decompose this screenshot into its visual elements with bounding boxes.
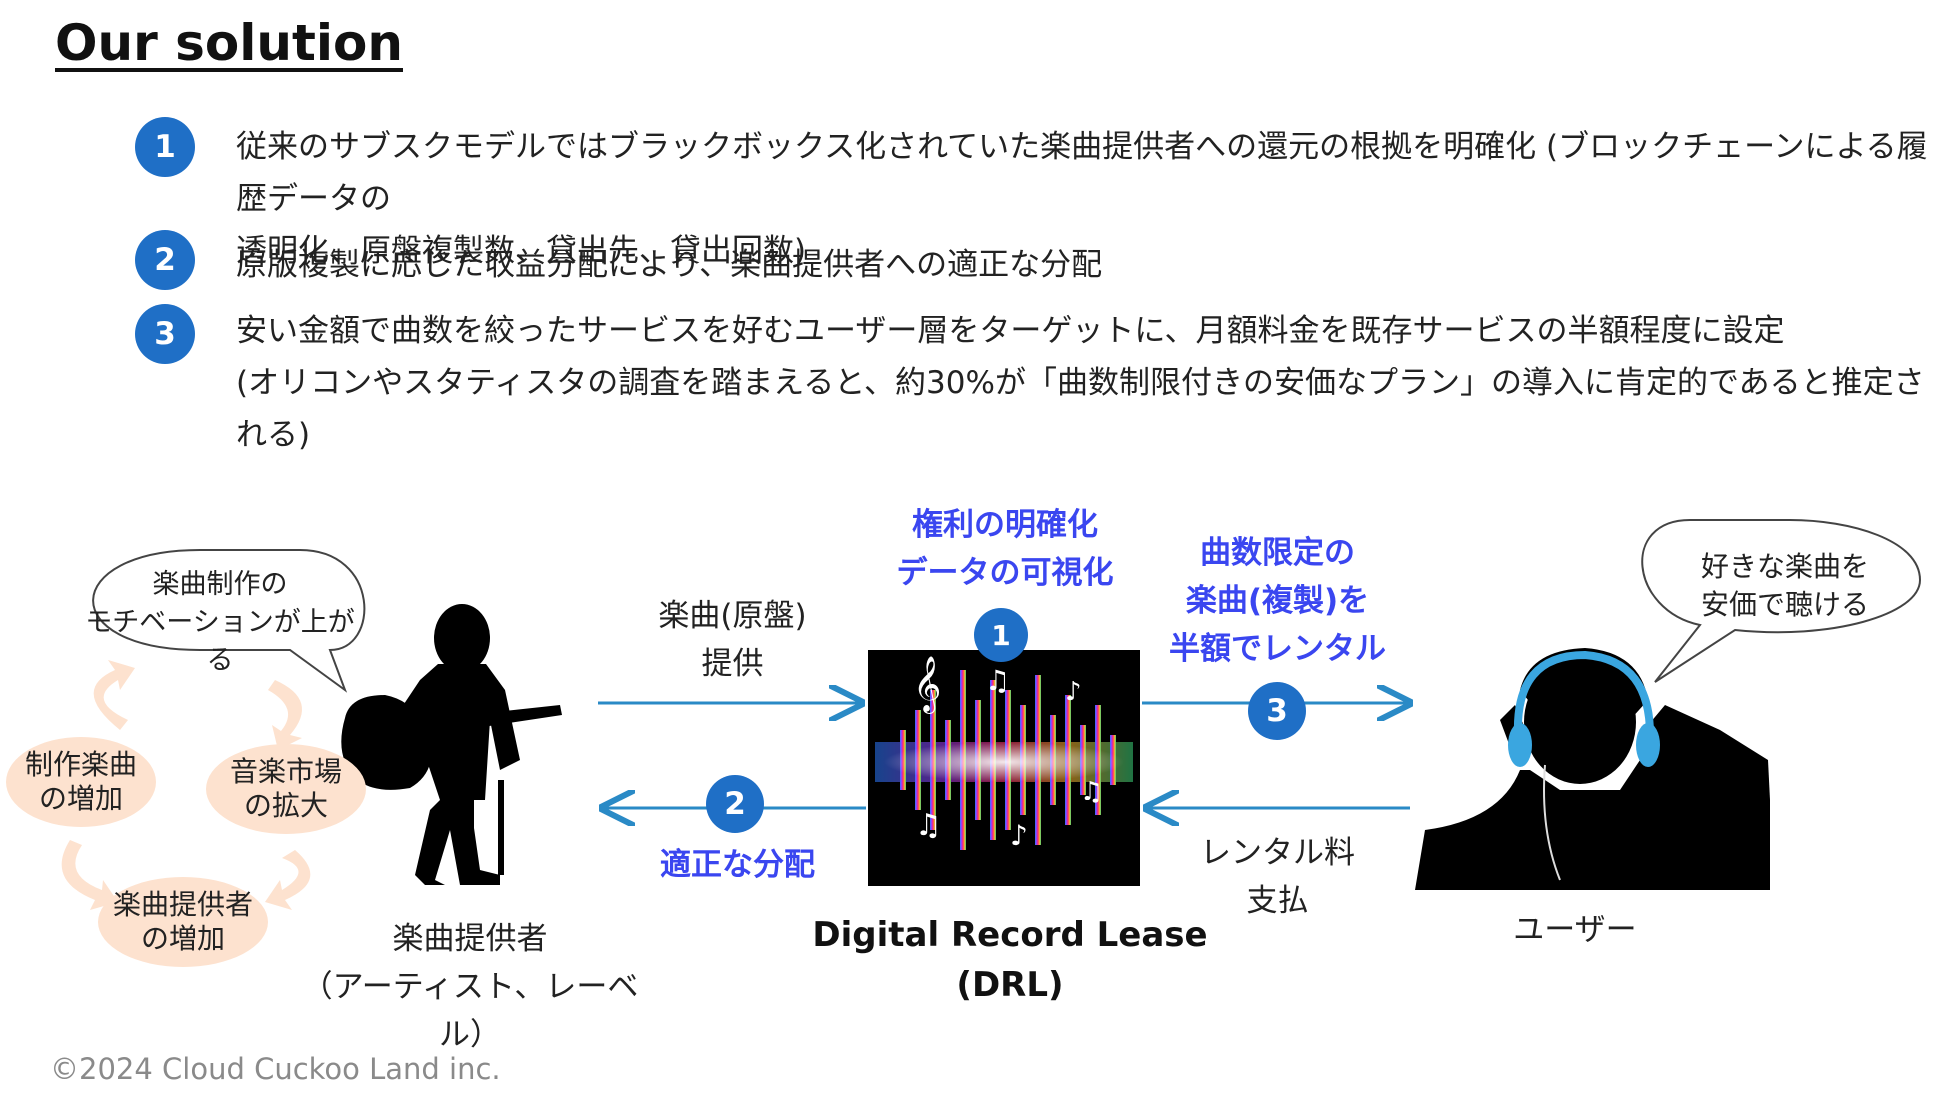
provider-label: 楽曲提供者 （アーティスト、レーベル） [290, 915, 650, 1059]
headphone-cups [1508, 723, 1660, 767]
drl-top-label: 権利の明確化 データの可視化 [870, 501, 1140, 597]
bullet-3-text: 安い金額で曲数を絞ったサービスを好むユーザー層をターゲットに、月額料金を既存サー… [236, 305, 1936, 461]
drl-name-line1: Digital Record Lease [812, 915, 1208, 955]
user-silhouette [1415, 648, 1770, 890]
drl-top-label-line1: 権利の明確化 [912, 507, 1098, 543]
drl-top-label-line2: データの可視化 [896, 555, 1114, 591]
fee-label-line1: レンタル料 [1200, 835, 1355, 871]
provider-label-line2: （アーティスト、レーベル） [301, 969, 639, 1053]
provider-speech-bubble [92, 549, 366, 693]
diagram-badge-3: 3 [1248, 682, 1306, 740]
diagram-badge-2: 2 [706, 775, 764, 833]
cycle-node-providers-line2: の増加 [140, 922, 225, 955]
supply-label-line1: 楽曲(原盤) [658, 598, 807, 634]
cycle-node-works: 制作楽曲の増加 [6, 737, 156, 827]
drl-name-line2: (DRL) [956, 965, 1064, 1005]
bullet-2-line1: 原版複製に応じた収益分配により、楽曲提供者への適正な分配 [236, 247, 1103, 283]
copyright: ©2024 Cloud Cuckoo Land inc. [50, 1052, 501, 1086]
page-title: Our solution [55, 14, 403, 72]
supply-label: 楽曲(原盤) 提供 [620, 592, 845, 688]
provider-bubble-line1: 楽曲制作の [152, 569, 288, 600]
user-label: ユーザー [1513, 912, 1637, 948]
earphone-cable [1543, 764, 1561, 881]
cycle-node-works-line1: 制作楽曲 [24, 748, 137, 781]
cycle-node-providers-line1: 楽曲提供者 [112, 888, 253, 921]
bullet-1-line1: 従来のサブスクモデルではブラックボックス化されていた楽曲提供者への還元の根拠を明… [236, 129, 1928, 217]
user-bubble-line2: 安価で聴ける [1700, 588, 1869, 621]
guitarist-silhouette [341, 604, 562, 885]
bullet-1-badge: 1 [135, 117, 195, 177]
user-bubble-text: 好きな楽曲を 安価で聴ける [1660, 548, 1910, 624]
distribution-label: 適正な分配 [660, 847, 815, 883]
rental-label-line2: 楽曲(複製)を [1185, 583, 1370, 619]
provider-label-line1: 楽曲提供者 [392, 921, 548, 957]
cycle-arrows [61, 660, 311, 910]
svg-text:♫: ♫ [985, 664, 1010, 697]
diagram-badge-1: 1 [974, 608, 1028, 662]
headphones-icon [1513, 650, 1655, 741]
bullet-2-badge: 2 [135, 230, 195, 290]
svg-text:♪: ♪ [1065, 677, 1082, 707]
bullet-3-line2: (オリコンやスタティスタの調査を踏まえると、約30%が「曲数制限付きの安価なプラ… [236, 365, 1925, 453]
provider-bubble-line2: モチベーションが上がる [85, 607, 355, 676]
svg-text:♪: ♪ [1010, 819, 1028, 852]
user-bubble-line1: 好きな楽曲を [1700, 550, 1869, 583]
svg-text:♫: ♫ [1080, 777, 1103, 807]
cycle-node-market-line1: 音楽市場 [229, 755, 342, 788]
fee-label-line2: 支払 [1246, 883, 1309, 919]
drl-image: 𝄞 ♫ ♪ ♫ ♪ ♫ [868, 650, 1140, 886]
cycle-node-market: 音楽市場の拡大 [206, 744, 366, 834]
rental-label: 曲数限定の 楽曲(複製)を 半額でレンタル [1150, 529, 1405, 673]
drl-name: Digital Record Lease (DRL) [790, 910, 1230, 1010]
provider-bubble-text: 楽曲制作の モチベーションが上がる [75, 566, 365, 680]
user-speech-bubble [1641, 519, 1922, 683]
rental-label-line1: 曲数限定の [1200, 535, 1355, 571]
bullet-3-line1: 安い金額で曲数を絞ったサービスを好むユーザー層をターゲットに、月額料金を既存サー… [236, 313, 1785, 349]
supply-label-line2: 提供 [701, 646, 764, 682]
bullet-3-badge: 3 [135, 304, 195, 364]
cycle-node-providers: 楽曲提供者の増加 [98, 877, 268, 967]
cycle-node-market-line2: の拡大 [243, 789, 328, 822]
svg-text:𝄞: 𝄞 [913, 656, 941, 714]
bullet-1-line2: 透明化、原盤複製数、貸出先、貸出回数) [236, 233, 807, 269]
cycle-node-works-line2: の増加 [38, 782, 123, 815]
bullet-2-text: 原版複製に応じた収益分配により、楽曲提供者への適正な分配 [236, 239, 1936, 291]
rental-label-line3: 半額でレンタル [1169, 631, 1386, 667]
svg-text:♫: ♫ [915, 808, 942, 843]
bullet-1-text: 従来のサブスクモデルではブラックボックス化されていた楽曲提供者への還元の根拠を明… [236, 121, 1936, 277]
fee-label: レンタル料 支払 [1170, 829, 1385, 925]
